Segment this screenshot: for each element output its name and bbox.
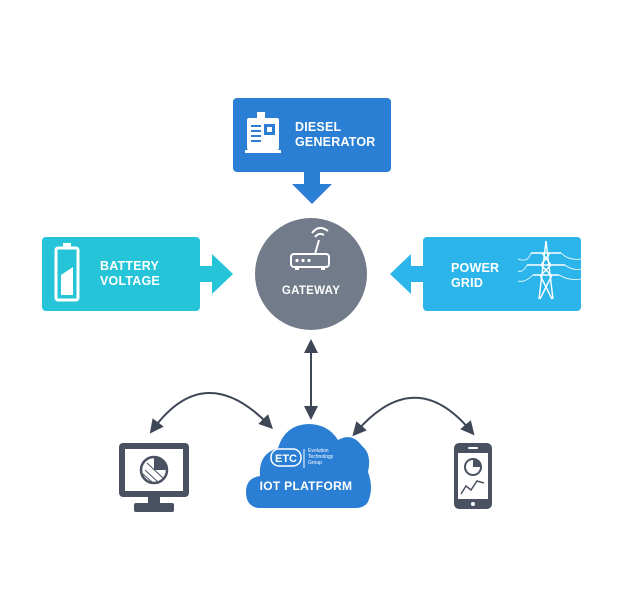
grid-label-line1: POWER	[451, 261, 500, 275]
etc-org-line2: Technology	[308, 454, 334, 460]
battery-icon	[54, 243, 80, 302]
diesel-label-line2: GENERATOR	[295, 135, 376, 149]
iot-platform-label: IOT PLATFORM	[260, 479, 353, 493]
etc-logo-text: ETC	[275, 453, 297, 465]
gateway-node: GATEWAY	[255, 218, 367, 330]
grid-to-gateway-arrow	[390, 254, 423, 294]
etc-org-line3: Group	[308, 460, 322, 466]
etc-org-line1: Evolution	[308, 448, 329, 454]
power-grid-node: POWER GRID	[423, 237, 582, 311]
power-tower-icon	[517, 240, 582, 300]
grid-label-line2: GRID	[451, 276, 484, 290]
monitor-cloud-link	[149, 392, 273, 434]
etc-logo	[270, 448, 305, 468]
diesel-label-line1: DIESEL	[295, 120, 342, 134]
gateway-label: GATEWAY	[281, 285, 341, 297]
diesel-to-gateway-arrow	[292, 172, 332, 204]
battery-label-line2: VOLTAGE	[100, 274, 160, 288]
diesel-generator-node: DIESEL GENERATOR	[233, 98, 391, 172]
cloud-icon	[246, 424, 371, 508]
monitor-icon	[119, 443, 189, 512]
router-icon	[290, 227, 330, 270]
smartphone-icon	[454, 443, 492, 509]
battery-label-line1: BATTERY	[100, 259, 160, 273]
generator-icon	[245, 112, 281, 153]
phone-cloud-link	[352, 396, 475, 437]
battery-voltage-node: BATTERY VOLTAGE	[42, 237, 200, 311]
battery-to-gateway-arrow	[200, 254, 233, 294]
